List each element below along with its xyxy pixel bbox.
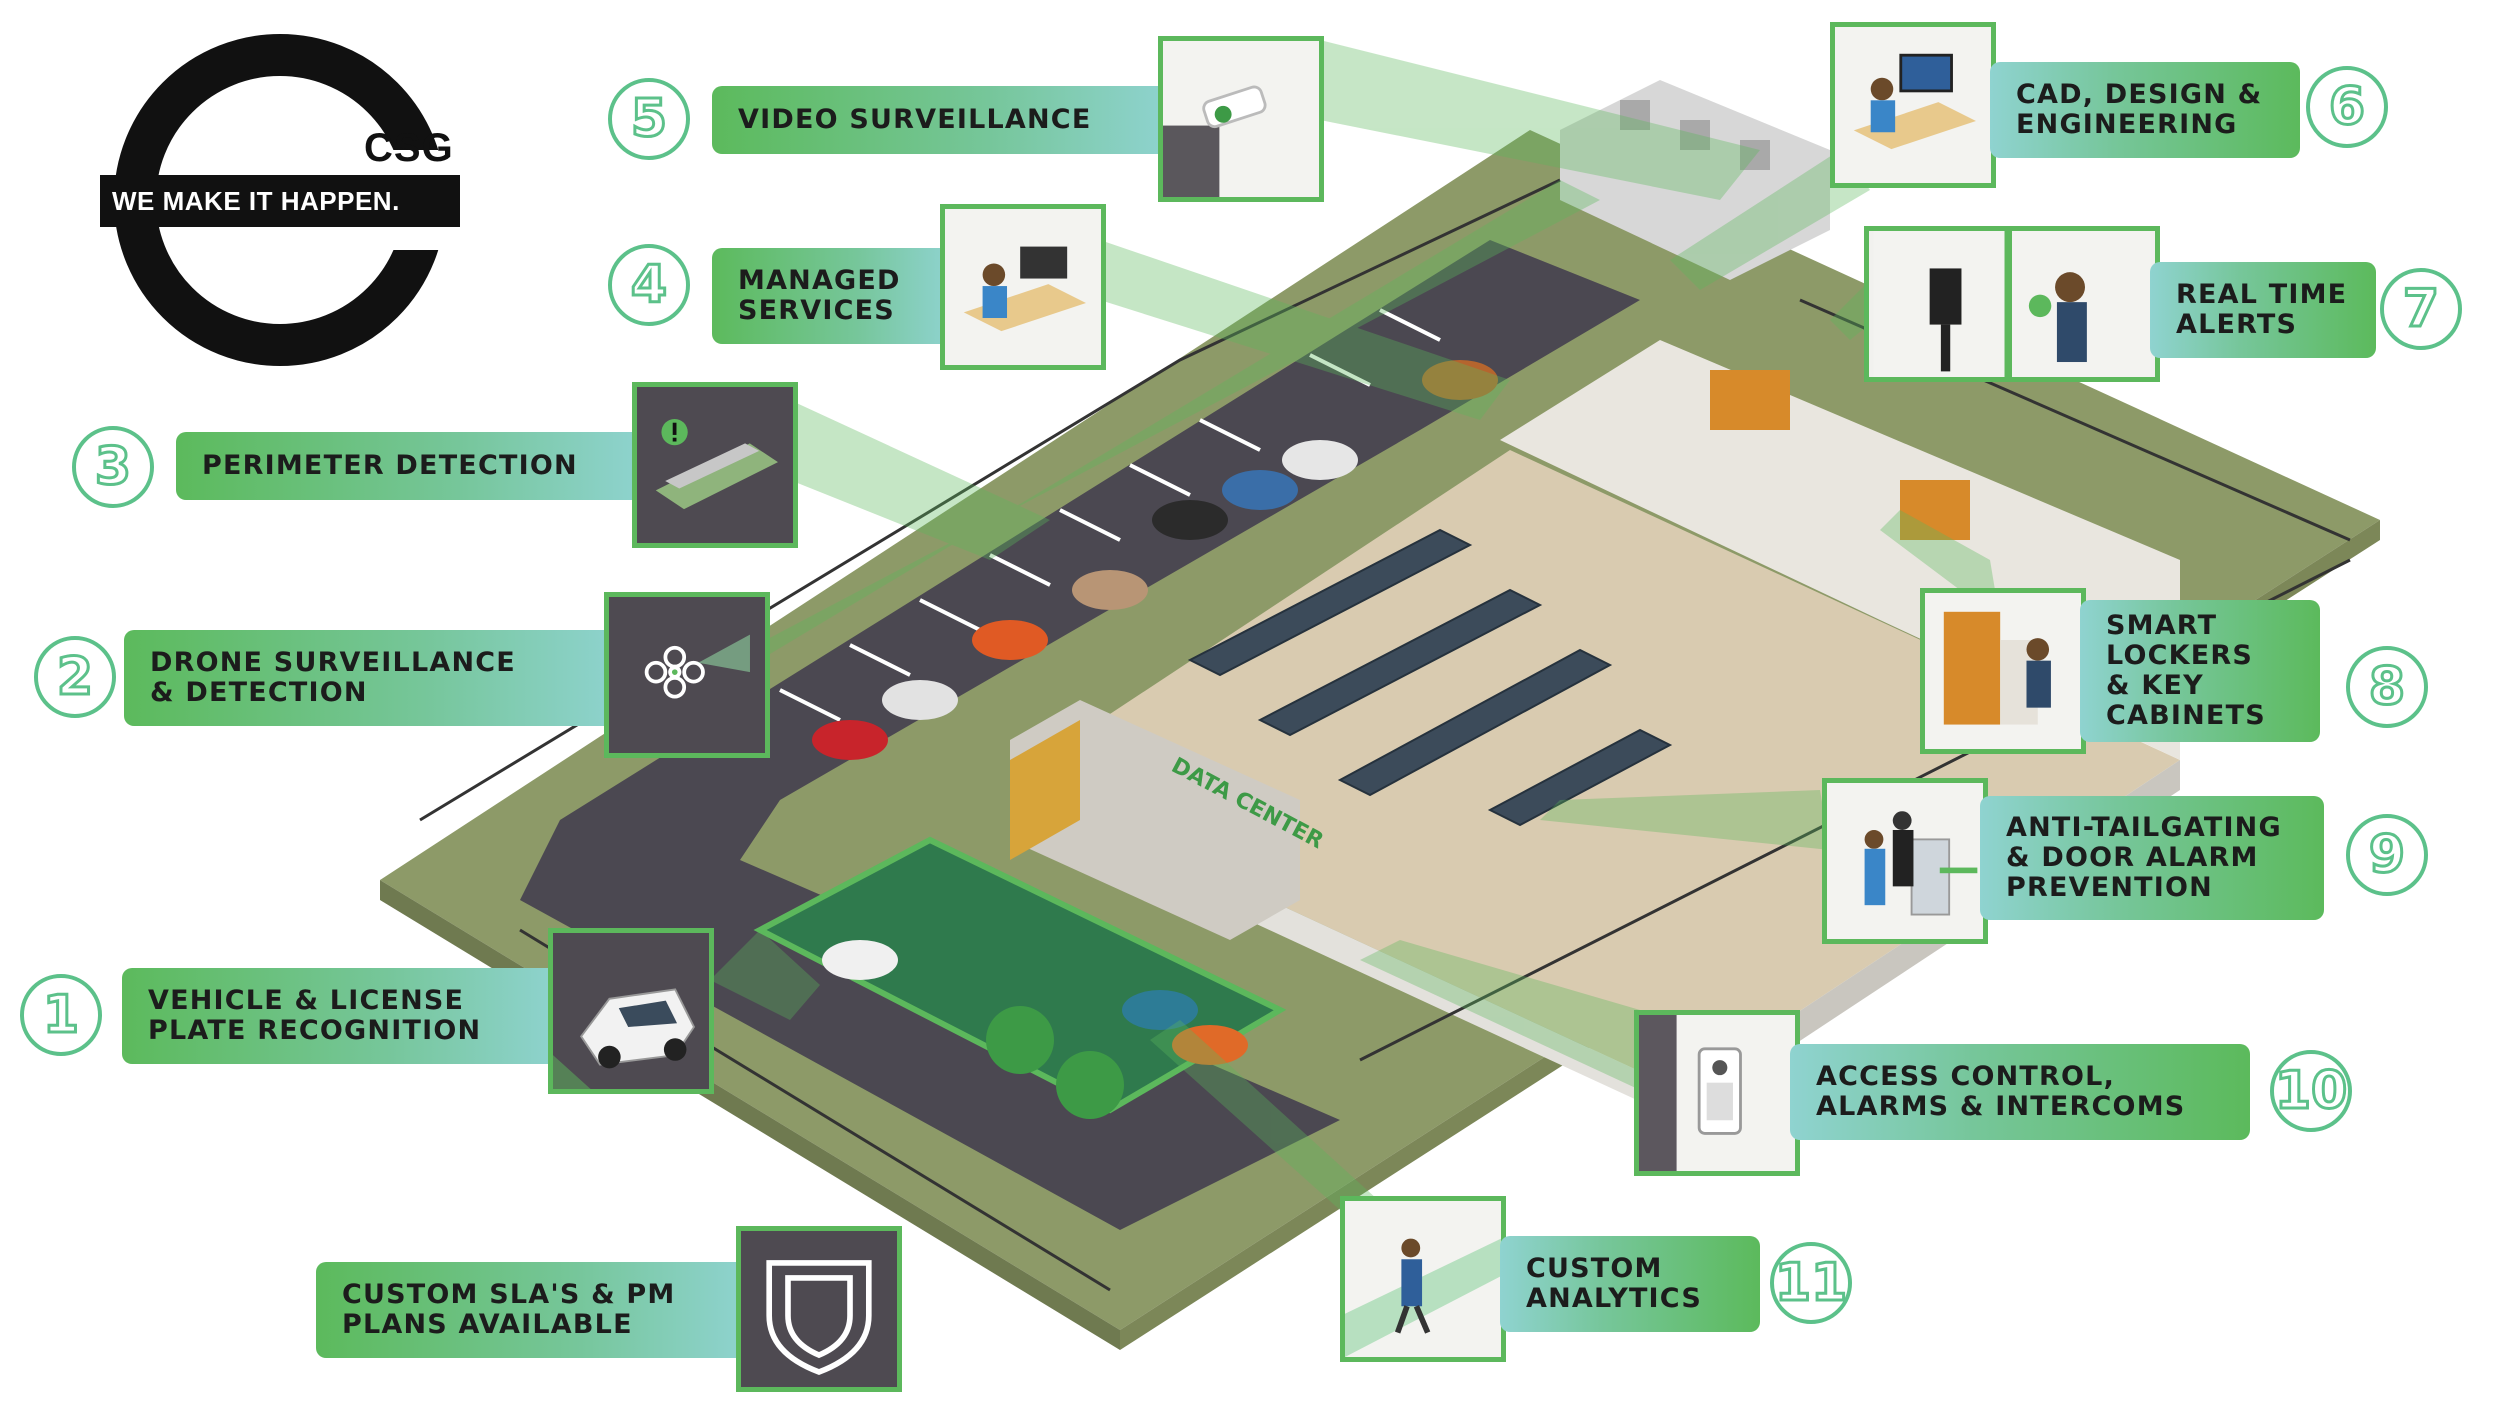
locker-banks: [1710, 370, 1970, 540]
car-icon: [580, 988, 696, 1069]
callout-number-3: 3: [72, 426, 154, 508]
walking-person-icon: [1394, 1238, 1431, 1334]
tree: [1056, 1051, 1124, 1119]
callout-number-7: 7: [2380, 268, 2462, 350]
callout-real-time-alerts: REAL TIME ALERTS: [2150, 262, 2376, 358]
turnstile-icon: [1910, 838, 1978, 916]
callout-anti-tailgating: ANTI-TAILGATING & DOOR ALARM PREVENTION: [1980, 796, 2324, 920]
callout-custom-analytics: CUSTOM ANALYTICS: [1500, 1236, 1760, 1332]
vehicle-recognition-thumbnail: [548, 928, 714, 1094]
callout-number-9: 9: [2346, 814, 2428, 896]
designer-desk-icon: [1853, 53, 1976, 150]
camera-icon: [1202, 85, 1267, 129]
operator-desk-icon: [963, 246, 1086, 332]
fence-sensor-icon: [655, 443, 778, 510]
tree: [986, 1006, 1054, 1074]
cad-design-thumbnail: [1830, 22, 1996, 188]
lobby-wall: [1010, 700, 1300, 940]
logo-brand: CSG: [364, 126, 454, 170]
drone-surveillance-thumbnail: [604, 592, 770, 758]
shield-icon: [766, 1260, 872, 1375]
callout-number-4: 4: [608, 244, 690, 326]
callout-number-5: 5: [608, 78, 690, 160]
real-time-alerts-thumbnail: [1864, 226, 2160, 382]
anti-tailgating-thumbnail: [1822, 778, 1988, 944]
logo-tagline: WE MAKE IT HAPPEN.: [100, 175, 460, 227]
alert-badge-icon: [661, 418, 688, 446]
parked-cars: [812, 360, 1498, 1065]
callout-drone-surveillance: DRONE SURVEILLANCE & DETECTION: [124, 630, 624, 726]
alert-icon: [1929, 268, 1962, 372]
callout-managed-services: MANAGED SERVICES: [712, 248, 952, 344]
rooftop-units: [1620, 100, 1770, 170]
drone-icon: [644, 645, 705, 699]
callout-number-2: 2: [34, 636, 116, 718]
custom-analytics-thumbnail: [1340, 1196, 1506, 1362]
callout-number-11: 11: [1770, 1242, 1852, 1324]
perimeter-detection-thumbnail: [632, 382, 798, 548]
callout-number-8: 8: [2346, 646, 2428, 728]
callout-smart-lockers: SMART LOCKERS & KEY CABINETS: [2080, 600, 2320, 742]
callout-perimeter-detection: PERIMETER DETECTION: [176, 432, 646, 500]
callout-cad-design: CAD, DESIGN & ENGINEERING: [1990, 62, 2300, 158]
csg-logo: CSG WE MAKE IT HAPPEN.: [100, 30, 490, 370]
smart-lockers-thumbnail: [1920, 588, 2086, 754]
callout-number-10: 10: [2270, 1050, 2352, 1132]
parking-lot: [520, 240, 1640, 1230]
video-surveillance-thumbnail: [1158, 36, 1324, 202]
callout-beams: [690, 40, 2000, 1220]
sla-thumbnail: [736, 1226, 902, 1392]
callout-vehicle-license-plate: VEHICLE & LICENSE PLATE RECOGNITION: [122, 968, 562, 1064]
server-racks: [1187, 528, 1673, 827]
access-control-thumbnail: [1634, 1010, 1800, 1176]
callout-number-6: 6: [2306, 66, 2388, 148]
lobby-accent: [1010, 720, 1080, 860]
callout-access-control: ACCESS CONTROL, ALARMS & INTERCOMS: [1790, 1044, 2250, 1140]
callout-sla-plans: CUSTOM SLA'S & PM PLANS AVAILABLE: [316, 1262, 748, 1358]
managed-services-thumbnail: [940, 204, 1106, 370]
callout-number-1: 1: [20, 974, 102, 1056]
intercom-icon: [1697, 1047, 1742, 1135]
callout-video-surveillance: VIDEO SURVEILLANCE: [712, 86, 1172, 154]
